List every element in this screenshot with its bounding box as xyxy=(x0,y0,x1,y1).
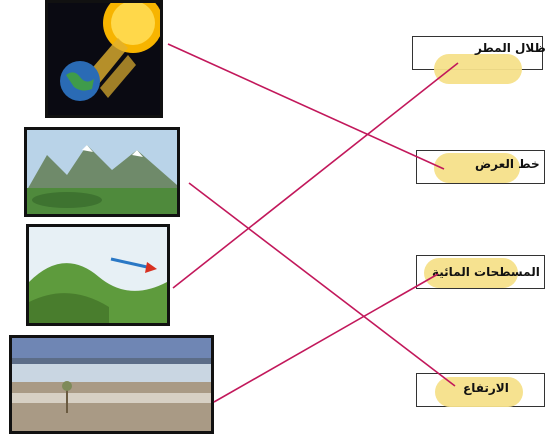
image-lake-shore[interactable] xyxy=(9,335,214,434)
image-hills-wind[interactable] xyxy=(26,224,170,326)
label-latitude: خط العرض xyxy=(475,157,540,171)
sun-earth-image xyxy=(48,3,160,115)
hills-wind-arrow-image xyxy=(29,227,167,323)
lake-shore-image xyxy=(12,338,211,431)
image-sun-earth[interactable] xyxy=(45,0,163,118)
connection-line-sun-latitude xyxy=(167,43,445,170)
mountain-valley-image xyxy=(27,130,177,214)
label-water-bodies: المسطحات المائية xyxy=(432,265,540,279)
label-rain-shadow: ظلال المطر xyxy=(475,41,545,55)
label-altitude: الارتفاع xyxy=(463,381,509,395)
image-mountains[interactable] xyxy=(24,127,180,217)
highlight-rain-shadow xyxy=(434,54,522,84)
connection-line-lake-water-bodies xyxy=(213,273,439,403)
